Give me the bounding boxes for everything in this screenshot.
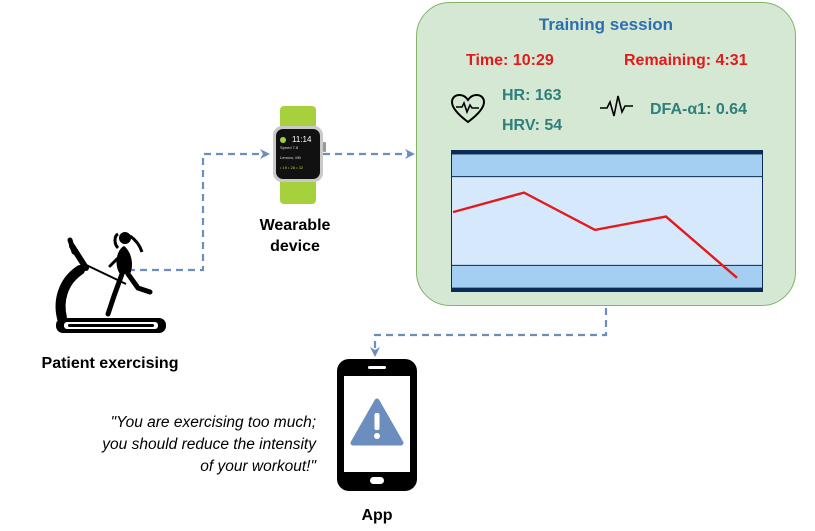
- warning-icon: [350, 398, 404, 446]
- app-message-line-1: "You are exercising too much;: [110, 414, 316, 431]
- wearable-label-line-2: device: [270, 238, 320, 255]
- heart-pulse-icon: [450, 93, 486, 124]
- watch-line-2: Lenovo, M0: [280, 155, 301, 160]
- chart-series-line-0: [452, 191, 738, 279]
- dfa-alpha1-value: DFA-α1: 0.64: [650, 101, 747, 118]
- app-message-line-2: you should reduce the intensity: [102, 436, 316, 453]
- chart-frame: [451, 150, 763, 292]
- wearable-label-line-1: Wearable: [259, 217, 331, 234]
- smartwatch-icon: [273, 106, 326, 204]
- dfa-trend-chart: [451, 150, 763, 292]
- app-label: App: [361, 507, 393, 524]
- watch-line-1: Speed 7.8: [280, 145, 299, 150]
- chart-band-4: [451, 150, 763, 155]
- connector-patient-to-watch: [128, 149, 270, 272]
- chart-band-3: [451, 154, 763, 177]
- patient-label: Patient exercising: [41, 355, 179, 372]
- chart-band-0: [451, 287, 763, 292]
- time-label: Time: 10:29: [466, 52, 554, 69]
- chart-band-2: [451, 176, 763, 266]
- hrv-value: HRV: 54: [502, 117, 563, 134]
- panel-title: Training session: [538, 15, 674, 34]
- ecg-wave-icon: [600, 95, 633, 117]
- connector-panel-to-app: [370, 308, 608, 357]
- watch-line-3: • 19 • 28 • 32: [280, 165, 304, 170]
- hr-value: HR: 163: [502, 87, 562, 104]
- remaining-label: Remaining: 4:31: [624, 52, 748, 69]
- treadmill-runner-icon: [55, 232, 166, 333]
- chart-band-1: [451, 265, 763, 288]
- watch-time: 11:14: [292, 135, 312, 144]
- app-message-line-3: of your workout!": [200, 458, 316, 475]
